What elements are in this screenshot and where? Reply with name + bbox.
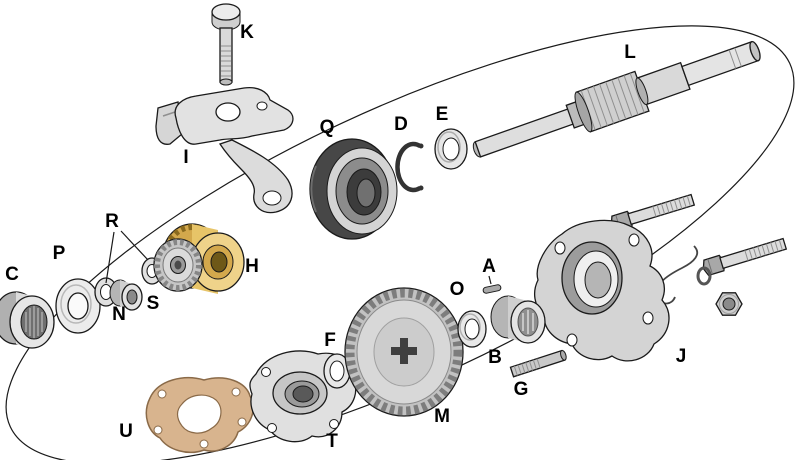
part-label-p: P: [53, 243, 66, 264]
part-E-washer: [434, 128, 468, 170]
part-U-gasket: [145, 377, 254, 454]
part-label-b: B: [488, 347, 502, 368]
part-label-s: S: [147, 293, 160, 314]
leader-lines: [105, 230, 492, 285]
part-K-bolt: [211, 3, 241, 86]
part-label-d: D: [394, 114, 408, 135]
part-label-n: N: [112, 304, 126, 325]
part-label-k: K: [240, 22, 254, 43]
part-label-l: L: [624, 42, 636, 63]
part-label-j: J: [676, 346, 687, 367]
part-A-pin: [482, 284, 502, 294]
part-label-u: U: [119, 421, 133, 442]
part-D-snap-ring: [395, 141, 424, 193]
part-labels: K I Q D E L C P R N S H U T F M O A B G …: [5, 22, 686, 452]
part-label-c: C: [5, 264, 19, 285]
part-label-q: Q: [320, 117, 335, 138]
part-G-stud: [509, 349, 567, 378]
part-label-o: O: [450, 279, 465, 300]
part-P-washer: [55, 278, 101, 334]
part-label-a: A: [482, 256, 496, 277]
part-label-h: H: [245, 256, 259, 277]
part-J-housing: [533, 219, 670, 362]
hex-bolt-lower: [702, 237, 788, 277]
part-label-f: F: [324, 330, 336, 351]
part-C-splined-bushing: [0, 291, 55, 349]
part-I-bracket-lever: [155, 86, 294, 214]
part-Q-pulley-collar: [309, 138, 398, 240]
part-B-bearing: [490, 295, 546, 344]
o-ring-lower: [696, 266, 712, 286]
part-label-m: M: [434, 406, 450, 427]
part-label-t: T: [326, 431, 338, 452]
part-label-e: E: [436, 104, 449, 125]
part-M-spur-gear: [344, 287, 464, 417]
part-label-r: R: [105, 211, 119, 232]
part-N-spacer-sleeve: [109, 279, 143, 311]
hex-nut: [715, 292, 743, 316]
part-label-g: G: [514, 379, 529, 400]
part-label-i: I: [183, 147, 188, 168]
part-S-pinion-gear: [153, 238, 203, 292]
part-O-washer: [457, 310, 487, 348]
part-L-drive-shaft: [472, 40, 761, 158]
part-F-seal-ring: [323, 353, 351, 389]
